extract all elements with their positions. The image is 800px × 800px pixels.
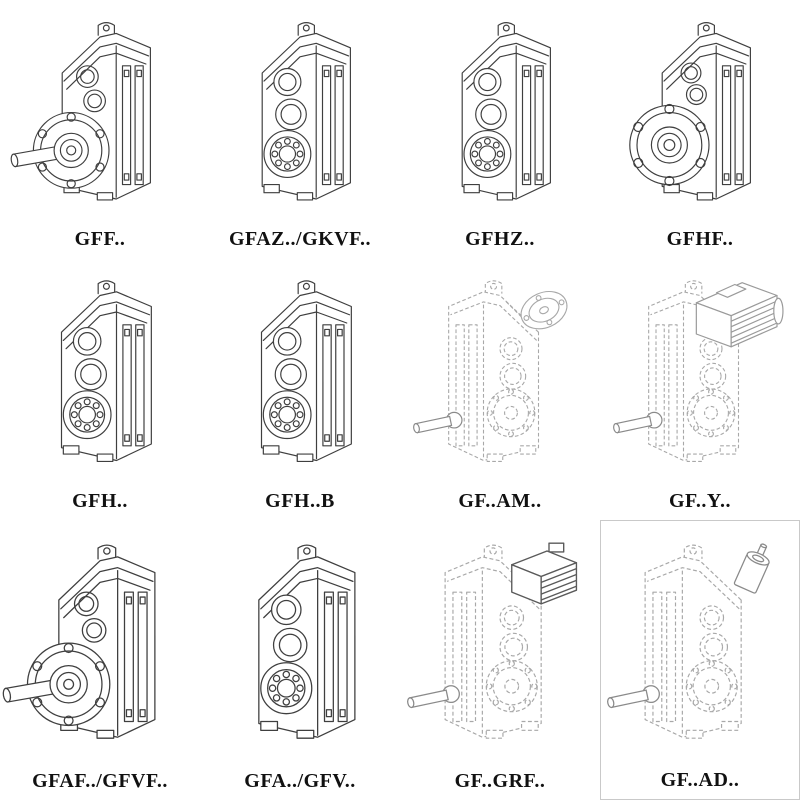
model-label: GF..GRF..	[454, 770, 546, 792]
gearbox-drawing-hollow-bore	[202, 530, 398, 768]
model-label: GFF..	[74, 228, 126, 250]
gearbox-drawing-flange-hollow	[602, 10, 798, 226]
model-label: GFHZ..	[465, 228, 535, 250]
catalog-cell-gf-ad: GF..AD..	[600, 520, 800, 800]
catalog-cell-gf-y: GF..Y..	[600, 258, 800, 520]
model-label: GFAZ../GKVF..	[228, 228, 372, 250]
model-label: GF..AD..	[660, 769, 740, 791]
model-label: GFHF..	[666, 228, 734, 250]
model-label: GFH..	[72, 490, 128, 512]
gearbox-drawing-flange-shaft	[2, 530, 198, 768]
model-label: GF..AM..	[458, 490, 542, 512]
gearbox-drawing-phantom-motor	[602, 268, 798, 488]
model-label: GFAF../GFVF..	[32, 770, 168, 792]
gearbox-drawing-hollow-bore	[202, 10, 398, 226]
model-label: GF..Y..	[668, 490, 732, 512]
catalog-cell-gfhz: GFHZ..	[400, 0, 600, 258]
model-label: GFH..B	[265, 490, 335, 512]
catalog-cell-gfhf: GFHF..	[600, 0, 800, 258]
gearbox-drawing-hollow-bore	[2, 268, 198, 488]
catalog-cell-gfh-b: GFH..B	[200, 258, 400, 520]
catalog-cell-gfaz-gkvf: GFAZ../GKVF..	[200, 0, 400, 258]
catalog-cell-gfa-gfv: GFA../GFV..	[200, 520, 400, 800]
gearbox-drawing-phantom-flange	[402, 268, 598, 488]
gearbox-drawing-phantom-block	[402, 530, 598, 768]
gearbox-drawing-phantom-adapter	[602, 531, 798, 767]
catalog-cell-gfh: GFH..	[0, 258, 200, 520]
catalog-cell-gf-am: GF..AM..	[400, 258, 600, 520]
model-label: GFA../GFV..	[244, 770, 356, 792]
gearbox-drawing-flange-shaft	[2, 10, 198, 226]
gearbox-drawing-hollow-bore	[402, 10, 598, 226]
catalog-cell-gf-grf: GF..GRF..	[400, 520, 600, 800]
catalog-cell-gff: GFF..	[0, 0, 200, 258]
catalog-cell-gfaf-gfvf: GFAF../GFVF..	[0, 520, 200, 800]
gearbox-drawing-hollow-bore	[202, 268, 398, 488]
